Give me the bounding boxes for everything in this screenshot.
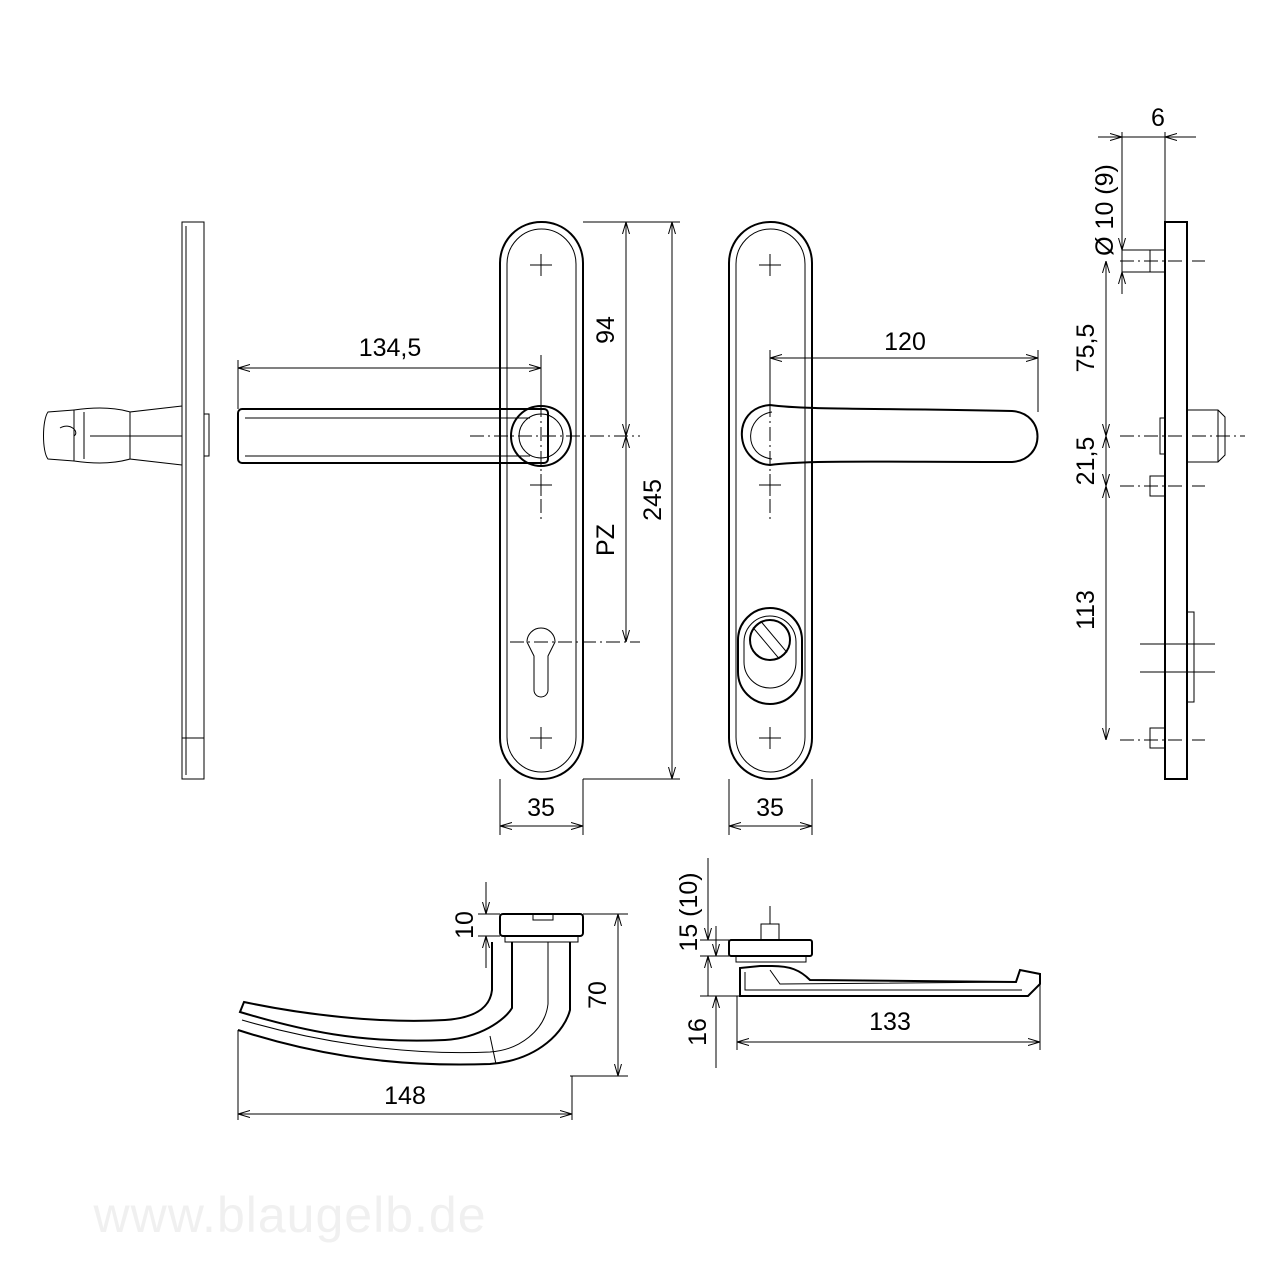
dim-overall-height: 245 [639,479,667,521]
dim-screw-diameter: Ø 10 (9) [1091,164,1119,256]
center-lines [470,260,1245,741]
dim-lever-drop: 70 [584,981,612,1009]
dimension-lines [237,132,1196,1120]
lever-top-view [728,906,1041,997]
dim-rose-height-alt: 15 (10) [675,872,703,951]
dim-pin-to-lower-screw: 113 [1072,590,1100,630]
dim-rose-height: 10 [451,911,479,939]
dim-lever-length: 148 [384,1082,426,1110]
lever-profile-left [237,913,584,1066]
dim-lever-reach-left: 134,5 [359,334,422,362]
right-side-view [1121,221,1226,780]
front-view-left [237,221,584,780]
dim-plate-width-left: 35 [527,794,555,822]
left-side-view [43,221,210,780]
dim-plate-width-right: 35 [756,794,784,822]
watermark: www.blaugelb.de [92,1187,486,1243]
front-view-right [728,221,1039,780]
dim-spindle-to-pin: 21,5 [1072,437,1100,486]
dim-upper-to-spindle: 94 [592,316,620,344]
dim-lever-thickness: 16 [684,1018,712,1046]
dim-pz: PZ [592,524,620,556]
dim-screw-to-spindle: 75,5 [1072,324,1100,373]
dim-lever-length-top: 133 [869,1008,911,1036]
dim-side-thickness: 6 [1151,104,1165,132]
dim-lever-reach-right: 120 [884,328,926,356]
